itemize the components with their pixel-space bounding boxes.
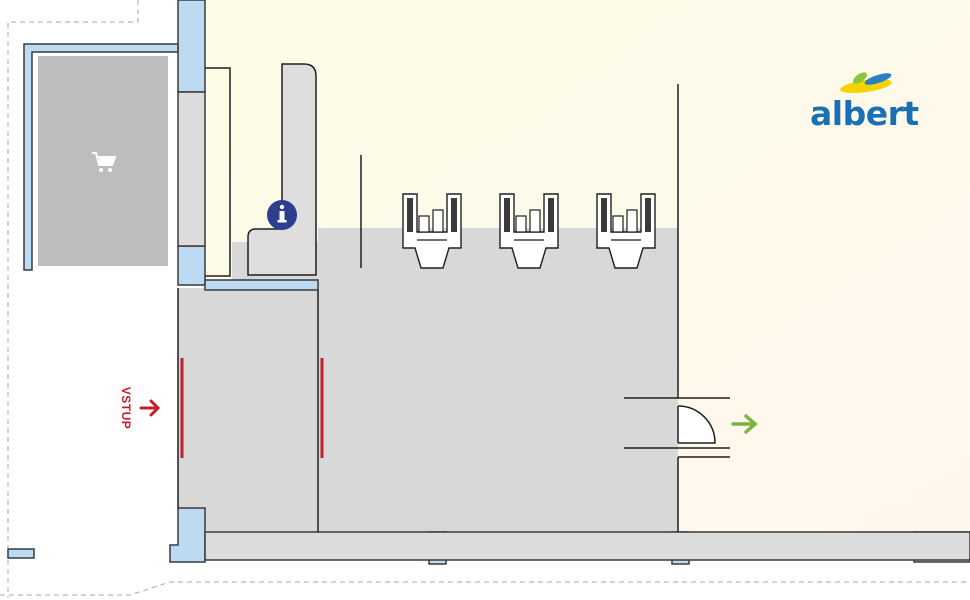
checkout-counter [596, 193, 656, 269]
exit-door [624, 397, 730, 458]
entrance-gates [180, 358, 324, 458]
counters [205, 63, 317, 277]
shopping-cart-icon [92, 152, 117, 172]
albert-logo: albert [808, 70, 928, 140]
checkout-counter [402, 193, 462, 269]
info-icon [267, 200, 297, 230]
logo-leaves-icon [840, 72, 892, 93]
checkout-counter [499, 193, 559, 269]
entry-column [177, 91, 206, 247]
divider-lines [177, 84, 679, 532]
brand-name: albert [810, 94, 919, 133]
checkouts [402, 193, 656, 269]
entrance-arrow-icon [139, 399, 161, 417]
entrance-label: VSTUP [119, 386, 133, 430]
bottom-wall [204, 531, 970, 561]
exit-arrow-icon [731, 414, 758, 434]
